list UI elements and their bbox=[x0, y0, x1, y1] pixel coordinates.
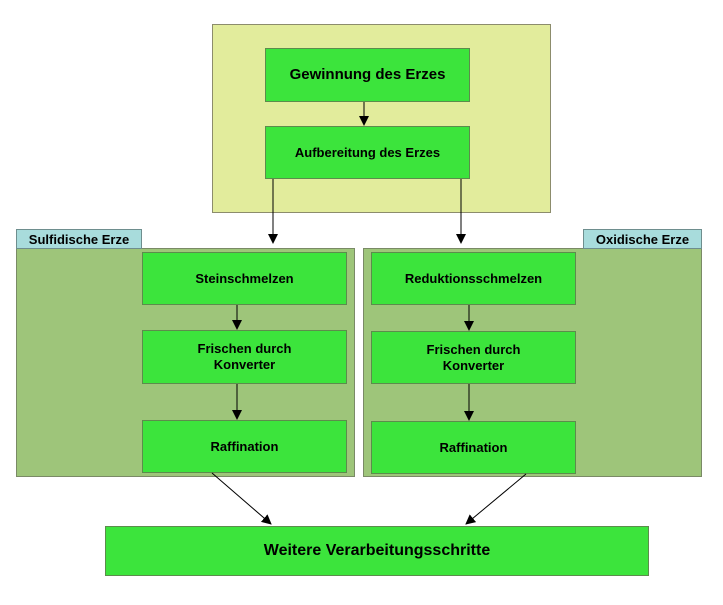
arrow-sulfidic-refining-to-final bbox=[211, 472, 272, 525]
ore-mining-step: Gewinnung des Erzes bbox=[265, 48, 470, 102]
oxidic-ore-label: Oxidische Erze bbox=[583, 229, 702, 249]
further-processing-step: Weitere Verarbeitungsschritte bbox=[105, 526, 649, 576]
oxidic-converting-step: Frischen durch Konverter bbox=[371, 331, 576, 384]
reduction-smelting-step: Reduktionsschmelzen bbox=[371, 252, 576, 305]
ore-dressing-step: Aufbereitung des Erzes bbox=[265, 126, 470, 179]
sulfidic-ore-label: Sulfidische Erze bbox=[16, 229, 142, 249]
oxidic-refining-step: Raffination bbox=[371, 421, 576, 474]
sulfidic-refining-step: Raffination bbox=[142, 420, 347, 473]
arrow-oxidic-refining-to-final bbox=[465, 473, 527, 525]
matte-smelting-step: Steinschmelzen bbox=[142, 252, 347, 305]
sulfidic-converting-step: Frischen durch Konverter bbox=[142, 330, 347, 384]
